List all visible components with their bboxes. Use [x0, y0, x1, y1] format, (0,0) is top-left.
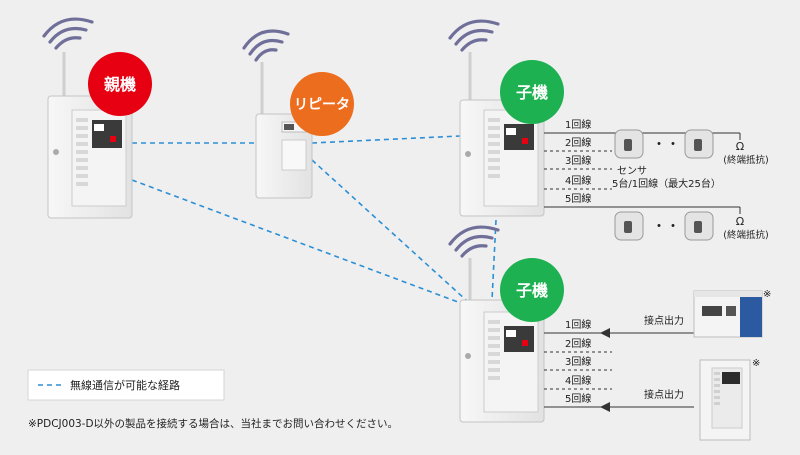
terminal-symbol: Ω [736, 215, 744, 228]
legend: 無線通信が可能な経路 [27, 369, 225, 401]
sensor-label: センサ [617, 165, 647, 177]
link-parent-child-bottom [131, 179, 467, 306]
note-mark: ※ [752, 358, 760, 369]
terminal-symbol: Ω [736, 140, 744, 153]
footnote: ※PDCJ003-D以外の製品を接続する場合は、当社までお問い合わせください。 [28, 417, 398, 430]
arrow-left-icon [600, 402, 610, 412]
child-top-label: 子機 [516, 83, 548, 102]
child-unit-bottom: 子機 [448, 225, 564, 423]
child-top-badge [500, 60, 564, 124]
sensor-chain-1: ・・・ Ω (終端抵抗) [612, 129, 769, 166]
sensor-icon [614, 211, 644, 241]
ellipsis-icon: ・・・ [652, 219, 694, 235]
contact-output-1: 接点出力 [600, 314, 694, 338]
terminal-label: (終端抵抗) [723, 154, 768, 166]
child-bottom-badge [500, 258, 564, 322]
contact-output-2: 接点出力 [600, 388, 694, 412]
line-label: 5回線 [565, 392, 591, 405]
repeater-label: リピータ [294, 97, 350, 113]
line-label: 3回線 [565, 355, 591, 368]
repeater-unit: リピータ [242, 29, 354, 199]
repeater-badge [290, 72, 354, 136]
ellipsis-icon: ・・・ [652, 137, 694, 153]
external-device-1: ※ [693, 289, 771, 338]
line-label: 1回線 [565, 118, 591, 131]
line-label: 3回線 [565, 154, 591, 167]
wave-icon [42, 17, 94, 50]
line-label: 2回線 [565, 136, 591, 149]
sensor-icon [684, 211, 714, 241]
link-child-top-child-bottom [491, 219, 497, 301]
sensor-icon [614, 129, 644, 159]
wave-icon [242, 29, 290, 62]
sensor-icon [684, 129, 714, 159]
contact-output-label: 接点出力 [644, 388, 684, 401]
link-repeater-child-top [311, 135, 461, 144]
link-repeater-child-bottom [311, 159, 467, 301]
line-label: 5回線 [565, 192, 591, 205]
parent-unit: 親機 [42, 17, 152, 219]
line-label: 4回線 [565, 174, 591, 187]
child-unit-top: 子機 [448, 19, 564, 217]
line-label: 1回線 [565, 318, 591, 331]
parent-badge [88, 52, 152, 116]
contact-output-label: 接点出力 [644, 314, 684, 327]
wave-icon [448, 19, 500, 52]
legend-text: 無線通信が可能な経路 [70, 378, 180, 392]
line-label: 2回線 [565, 337, 591, 350]
sensor-count-label: 5台/1回線（最大25台） [612, 177, 721, 190]
parent-label: 親機 [104, 75, 136, 94]
terminal-label: (終端抵抗) [723, 229, 768, 241]
child-bottom-label: 子機 [516, 281, 548, 300]
external-device-2: ※ [699, 358, 760, 441]
wave-icon [448, 225, 500, 258]
arrow-left-icon [600, 328, 610, 338]
sensor-chain-5: ・・・ Ω (終端抵抗) [612, 206, 769, 241]
line-label: 4回線 [565, 374, 591, 387]
child-top-lines [544, 132, 612, 208]
wireless-links [131, 135, 497, 306]
note-mark: ※ [763, 289, 771, 300]
